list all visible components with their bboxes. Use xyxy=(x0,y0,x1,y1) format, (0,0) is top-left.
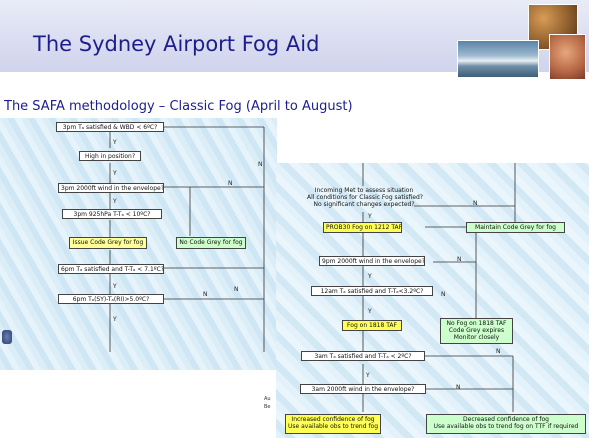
flow-label-n: N xyxy=(473,200,478,207)
flow-box-issue-code-grey: Issue Code Grey for fog xyxy=(69,237,147,249)
flow-box-6pm-td: 6pm Tₐ satisfied and T-Tₐ < 7.1ºC? xyxy=(58,264,164,274)
flow-box-3am-td: 3am Tₐ satisfied and T-Tₐ < 2ºC? xyxy=(301,351,425,361)
bureau-logo xyxy=(2,330,12,344)
flow-label-y: Y xyxy=(113,316,117,323)
flow-box-prob30: PROB30 Fog on 1212 TAF xyxy=(323,222,402,233)
flow-label-y: Y xyxy=(113,139,117,146)
flow-box-incoming-met: Incoming Met to assess situation All con… xyxy=(307,187,423,208)
flow-label-y: Y xyxy=(113,283,117,290)
flow-box-12am-td: 12am Tₐ satisfied and T-Tₐ<3.2ºC? xyxy=(311,286,433,296)
flow-box-3pm-925hpa: 3pm 925hPa T-Tₐ < 10ºC? xyxy=(62,209,162,219)
flow-label-y: Y xyxy=(368,308,372,315)
flow-label-n: N xyxy=(203,291,208,298)
footer-text: Au Be xyxy=(264,396,271,410)
flow-box-9pm-wind: 9pm 2000ft wind in the envelope? xyxy=(319,256,425,266)
flow-label-y: Y xyxy=(113,198,117,205)
flow-label-n: N xyxy=(456,384,461,391)
flow-box-increased-confidence: Increased confidence of fog Use availabl… xyxy=(285,414,381,434)
flow-label-y: Y xyxy=(366,372,370,379)
ocean-wave-image xyxy=(457,40,539,78)
flow-box-maintain-code-grey: Maintain Code Grey for fog xyxy=(466,222,565,233)
flow-box-6pm-sy-ri: 6pm Tₐ(SY)-Tₐ(RI)>5.0ºC? xyxy=(58,294,164,304)
flow-label-y: Y xyxy=(113,170,117,177)
flow-label-n: N xyxy=(457,256,462,263)
flow-label-n: N xyxy=(496,348,501,355)
flow-label-n: N xyxy=(258,161,263,168)
flow-label-y: Y xyxy=(368,213,372,220)
flow-box-3am-wind: 3am 2000ft wind in the envelope? xyxy=(300,384,426,394)
slide-title: The Sydney Airport Fog Aid xyxy=(33,32,320,56)
flow-box-high-position: High in position? xyxy=(79,151,141,161)
flow-box-no-code-grey: No Code Grey for fog xyxy=(176,237,246,249)
flow-box-fog-1818: Fog on 1818 TAF xyxy=(342,320,402,331)
flow-label-n: N xyxy=(441,291,446,298)
flow-box-3pm-td: 3pm Tₐ satisfied & WBD < 6ºC? xyxy=(56,122,164,132)
hand-image xyxy=(549,34,586,80)
flow-box-3pm-wind: 3pm 2000ft wind in the envelope? xyxy=(58,183,164,193)
methodology-heading: The SAFA methodology – Classic Fog (Apri… xyxy=(4,99,353,114)
flow-label-n: N xyxy=(234,286,239,293)
flow-box-no-fog-1818: No Fog on 1818 TAF Code Grey expires Mon… xyxy=(440,318,513,344)
flow-box-decreased-confidence: Decreased confidence of fog Use availabl… xyxy=(426,414,586,434)
flow-label-y: Y xyxy=(368,273,372,280)
flow-label-n: N xyxy=(228,180,233,187)
